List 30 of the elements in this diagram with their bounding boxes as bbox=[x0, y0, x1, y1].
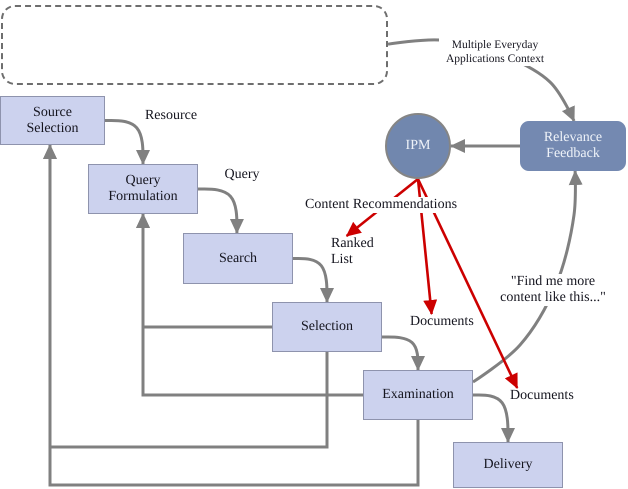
rounded-process-box bbox=[520, 121, 626, 171]
text-label: Documents bbox=[410, 314, 482, 331]
text-label: Documents bbox=[510, 388, 582, 405]
node-label: IPM bbox=[406, 138, 430, 154]
arrow bbox=[136, 213, 363, 396]
arrow bbox=[105, 119, 150, 165]
text-label: Ranked List bbox=[331, 236, 383, 270]
node-label: Search bbox=[218, 250, 258, 266]
process-box bbox=[272, 302, 382, 352]
arrow bbox=[293, 257, 334, 303]
arrow bbox=[450, 139, 520, 153]
arrow bbox=[416, 178, 438, 315]
node-label: Query Formulation bbox=[107, 173, 179, 205]
process-box bbox=[183, 233, 293, 284]
node-label: Selection bbox=[300, 319, 354, 335]
node-label: Source Selection bbox=[25, 104, 80, 136]
arrow bbox=[382, 336, 425, 371]
arrow bbox=[42, 144, 420, 486]
arrow bbox=[198, 188, 244, 234]
process-box bbox=[0, 96, 105, 145]
node-label: Relevance Feedback bbox=[542, 130, 604, 162]
dashed-group-box bbox=[1, 5, 388, 85]
arrow bbox=[473, 394, 515, 443]
edge-label: Query bbox=[222, 167, 262, 183]
node-label: Delivery bbox=[484, 457, 532, 473]
node-label: Examination bbox=[382, 387, 454, 403]
arrow bbox=[416, 178, 518, 389]
process-box bbox=[453, 442, 563, 488]
process-box bbox=[363, 370, 473, 420]
process-box bbox=[88, 164, 198, 214]
